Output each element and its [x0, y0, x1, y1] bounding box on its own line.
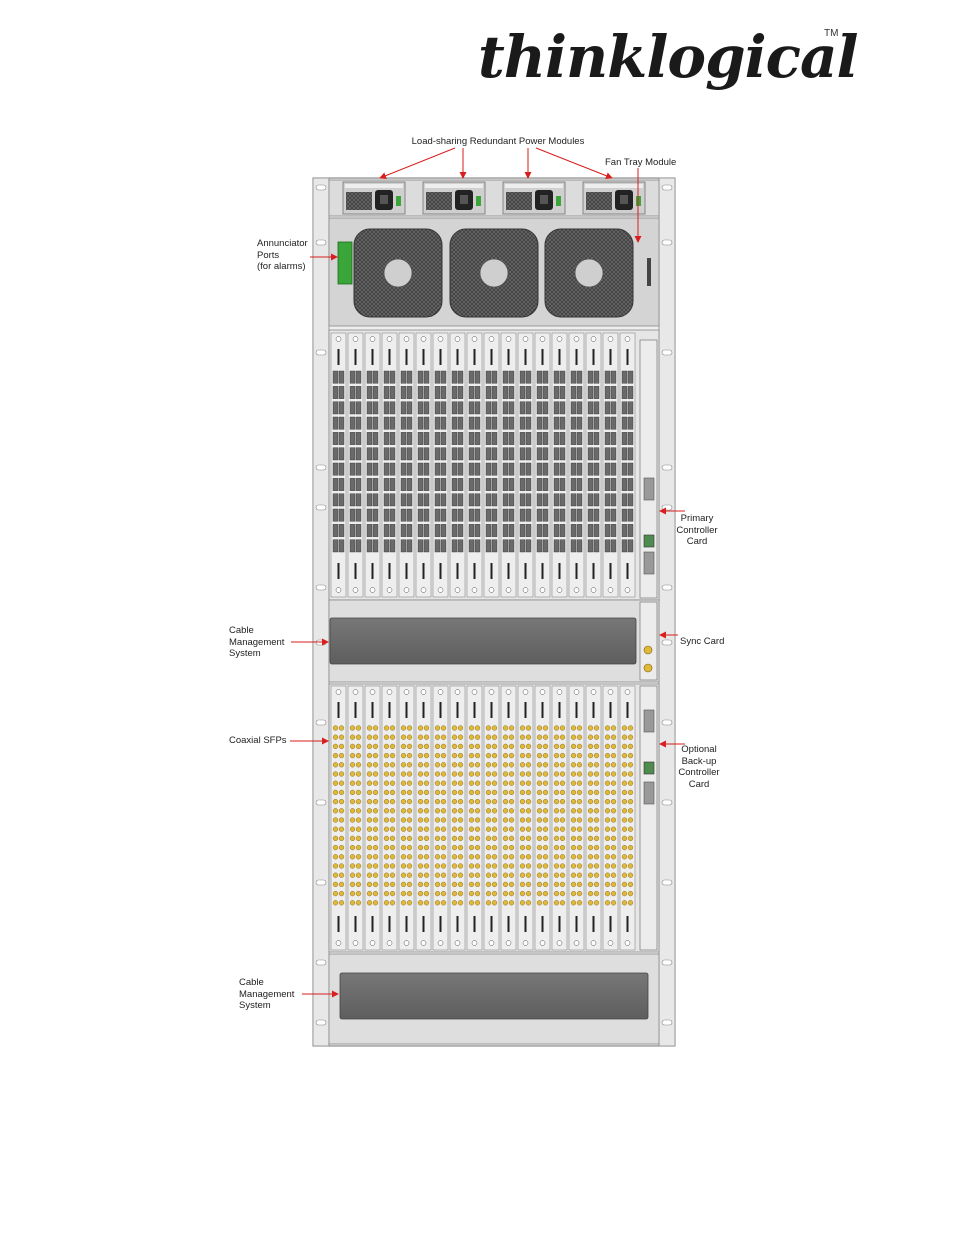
io-card: [381, 332, 398, 598]
rail-hole: [661, 719, 673, 726]
io-card: [534, 332, 551, 598]
io-card: [466, 685, 483, 951]
rail-hole: [661, 349, 673, 356]
rail-hole: [661, 184, 673, 191]
io-card: [347, 332, 364, 598]
arrow-power-1: [379, 147, 456, 180]
rail-hole: [315, 719, 327, 726]
arrow-power-4: [535, 147, 613, 180]
fan: [544, 228, 634, 318]
io-card: [347, 685, 364, 951]
logo-trademark: TM: [824, 28, 839, 39]
label-coaxial-sfps: Coaxial SFPs: [229, 735, 287, 746]
io-card: [585, 332, 602, 598]
power-module: [422, 181, 486, 215]
label-cable-mgmt-2: Cable Management System: [239, 977, 295, 1011]
io-card: [449, 332, 466, 598]
rail-hole: [315, 879, 327, 886]
cable-tray-1: [329, 617, 637, 665]
io-card: [483, 332, 500, 598]
io-card: [619, 685, 636, 951]
rail-hole: [661, 959, 673, 966]
annunciator-port: [337, 241, 353, 285]
rail-hole: [661, 464, 673, 471]
io-card: [483, 685, 500, 951]
io-card: [602, 685, 619, 951]
fan-tray-handle: [647, 258, 651, 286]
rail-hole: [315, 464, 327, 471]
io-card: [364, 332, 381, 598]
power-module: [502, 181, 566, 215]
io-card: [551, 685, 568, 951]
io-card: [415, 685, 432, 951]
power-module: [342, 181, 406, 215]
rail-hole: [315, 584, 327, 591]
io-card: [330, 332, 347, 598]
fan: [353, 228, 443, 318]
io-card: [432, 332, 449, 598]
io-card: [432, 685, 449, 951]
io-card: [517, 685, 534, 951]
rail-hole: [661, 1019, 673, 1026]
io-card: [330, 685, 347, 951]
io-card: [398, 332, 415, 598]
io-card: [534, 685, 551, 951]
io-card: [398, 685, 415, 951]
rail-hole: [315, 1019, 327, 1026]
label-cable-mgmt-1: Cable Management System: [229, 625, 285, 659]
rack-rail-left: [312, 177, 330, 1047]
io-card: [381, 685, 398, 951]
fan: [449, 228, 539, 318]
rail-hole: [315, 799, 327, 806]
label-primary-controller: Primary Controller Card: [676, 513, 718, 547]
io-card: [415, 332, 432, 598]
rail-hole: [315, 184, 327, 191]
rail-hole: [661, 879, 673, 886]
io-card: [466, 332, 483, 598]
rail-hole: [661, 799, 673, 806]
io-card: [551, 332, 568, 598]
io-card: [619, 332, 636, 598]
io-card: [585, 685, 602, 951]
label-power-modules: Load-sharing Redundant Power Modules: [411, 136, 585, 147]
thinklogical-logo: thinklogical TM: [478, 22, 859, 92]
rail-hole: [315, 959, 327, 966]
io-card: [449, 685, 466, 951]
label-sync-card: Sync Card: [680, 636, 725, 647]
rail-hole: [315, 239, 327, 246]
io-card: [568, 332, 585, 598]
label-annunciator: Annunciator Ports (for alarms): [257, 238, 308, 272]
logo-wordmark: thinklogical: [478, 23, 859, 91]
rail-hole: [661, 639, 673, 646]
label-backup-controller: Optional Back-up Controller Card: [678, 744, 720, 790]
io-card: [500, 685, 517, 951]
power-module: [582, 181, 646, 215]
rail-hole: [315, 504, 327, 511]
backup-controller-card: [639, 685, 658, 951]
io-card: [602, 332, 619, 598]
rail-hole: [661, 584, 673, 591]
rack-rail-right: [658, 177, 676, 1047]
io-card: [500, 332, 517, 598]
rail-hole: [315, 349, 327, 356]
io-card: [364, 685, 381, 951]
io-card: [517, 332, 534, 598]
rail-hole: [661, 504, 673, 511]
sync-card: [639, 601, 658, 681]
cable-tray-2: [339, 972, 649, 1020]
label-fan-tray: Fan Tray Module: [605, 157, 677, 168]
primary-controller-card: [639, 339, 658, 599]
io-card: [568, 685, 585, 951]
rail-hole: [661, 239, 673, 246]
